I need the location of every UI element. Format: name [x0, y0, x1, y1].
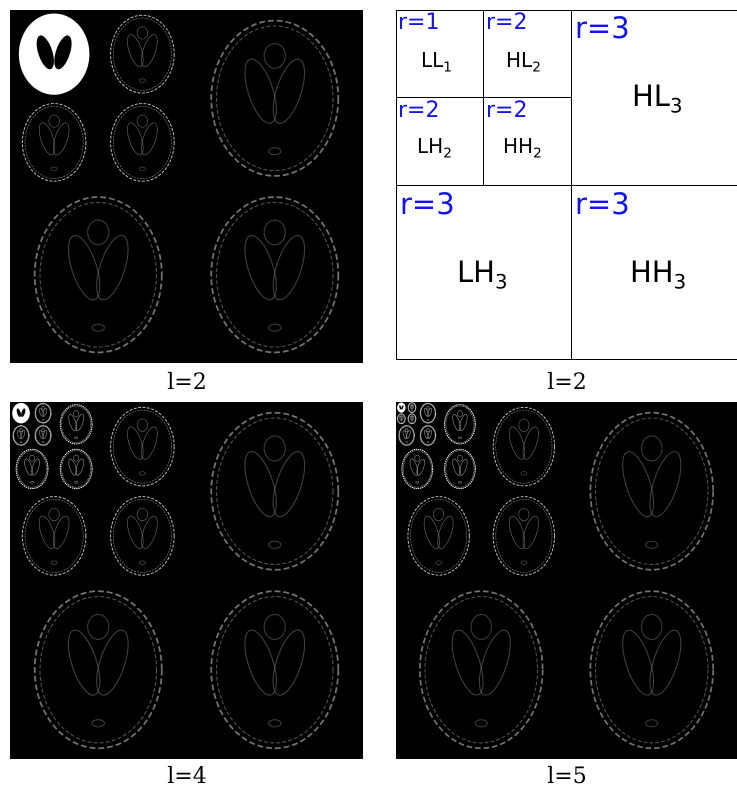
subband-hl-level-3 — [59, 404, 93, 445]
r-label-hl3: r=3 — [575, 11, 630, 45]
subband-lh-level-5 — [397, 413, 406, 425]
subband-lh-level-4 — [12, 425, 30, 446]
r-label-lh2: r=2 — [398, 98, 440, 123]
caption-level-2-diagram: l=2 — [547, 370, 587, 395]
subband-lh-level-3 — [401, 448, 434, 490]
r-label-lh3: r=3 — [400, 187, 455, 221]
subband-lh-level-3 — [15, 448, 49, 490]
caption-level-4-image: l=4 — [167, 764, 207, 789]
approximation-subband — [18, 13, 90, 95]
r-label-hh2: r=2 — [486, 98, 528, 123]
subband-hl-level-5 — [407, 402, 417, 413]
subband-lh-level-2 — [21, 496, 87, 576]
subband-lh-level-2 — [407, 496, 470, 576]
subband-hh-level-5 — [407, 413, 417, 425]
subband-lh-level-4 — [398, 425, 415, 446]
subband-hl-level-2 — [492, 406, 556, 487]
subband-hh-level-3 — [444, 448, 476, 490]
decomposition-image-level-4 — [10, 402, 363, 759]
approximation-subband — [12, 402, 30, 424]
subband-hh-level-4 — [34, 425, 52, 446]
subband-hh-level-4 — [419, 425, 437, 446]
subband-lh-level-1 — [33, 590, 163, 750]
r-label-hl2: r=2 — [486, 10, 528, 35]
decomposition-image-level-5 — [396, 402, 737, 759]
subband-hh-level-2 — [110, 103, 175, 182]
diagram-line-h-main — [396, 185, 737, 186]
subband-hh-level-2 — [110, 496, 175, 576]
subband-hh-level-1 — [210, 590, 340, 750]
subband-hl-level-3 — [444, 404, 476, 445]
subband-label-lh2: LH2 — [417, 134, 452, 162]
subband-hl-level-2 — [110, 406, 175, 487]
subband-hh-level-1 — [210, 196, 340, 354]
subband-label-hh3: HH3 — [630, 255, 687, 294]
image-background — [10, 402, 363, 759]
caption-level-5-image: l=5 — [547, 764, 587, 789]
subband-hl-level-1 — [210, 411, 340, 571]
subband-label-ll1: LL1 — [421, 48, 452, 76]
subband-hl-level-4 — [34, 402, 52, 424]
decomposition-image-level-2 — [10, 10, 363, 363]
subband-layout-diagram: r=1 r=2 r=2 r=2 r=3 r=3 r=3 LL1 HL2 LH2 … — [396, 10, 737, 360]
subband-hl-level-4 — [419, 402, 437, 424]
diagram-line-h-inner — [396, 97, 571, 98]
subband-hl-level-1 — [589, 411, 714, 571]
subband-hh-level-1 — [589, 590, 714, 750]
subband-hl-level-1 — [210, 19, 340, 177]
subband-label-lh3: LH3 — [457, 255, 508, 294]
r-label-hh3: r=3 — [575, 187, 630, 221]
approximation-subband — [397, 402, 406, 413]
subband-lh-level-1 — [419, 590, 544, 750]
subband-lh-level-1 — [33, 196, 163, 354]
subband-hh-level-3 — [59, 448, 93, 490]
subband-label-hl2: HL2 — [506, 48, 541, 76]
subband-label-hl3: HL3 — [632, 79, 683, 118]
subband-label-hh2: HH2 — [503, 134, 542, 162]
subband-hl-level-2 — [110, 14, 175, 94]
r-label-ll1: r=1 — [398, 10, 440, 35]
subband-lh-level-2 — [21, 103, 87, 182]
image-background — [396, 402, 737, 759]
caption-level-2-image: l=2 — [167, 370, 207, 395]
subband-hh-level-2 — [492, 496, 556, 576]
